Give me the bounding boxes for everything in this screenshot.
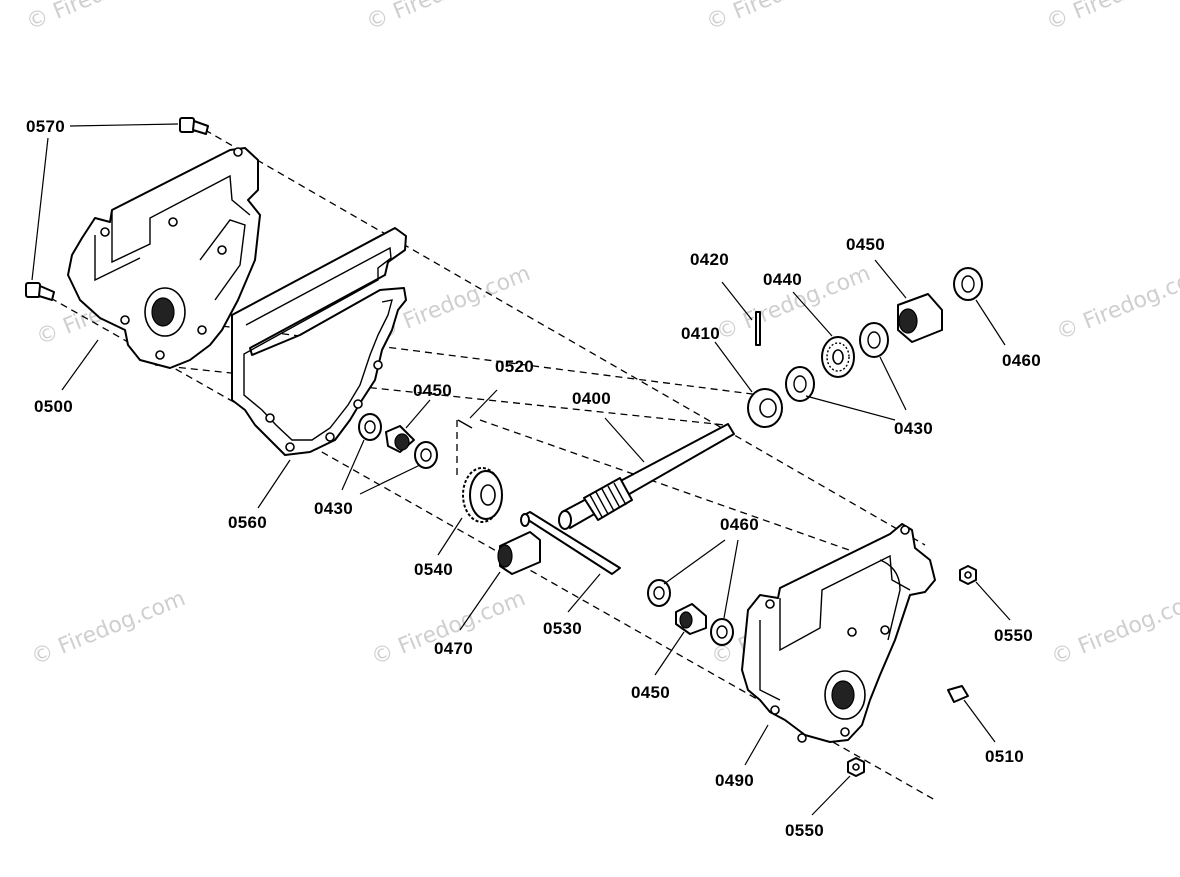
left-housing-part — [67, 147, 261, 369]
part-callout-label: 0530 — [543, 619, 582, 638]
nut-part — [959, 565, 977, 585]
worm-shaft-part — [558, 423, 735, 530]
thrust-bearing-part — [821, 336, 855, 378]
pin-part — [755, 311, 761, 346]
washer-part — [358, 413, 382, 441]
part-callout-label: 0570 — [26, 117, 65, 136]
part-callout-label: 0410 — [681, 324, 720, 343]
watermark-text: © Firedog.com — [28, 586, 189, 670]
washer-part — [647, 579, 671, 607]
part-callout-label: 0420 — [690, 250, 729, 269]
part-callout-label: 0550 — [994, 626, 1033, 645]
part-callout-label: 0470 — [434, 639, 473, 658]
gear-part — [462, 467, 503, 523]
part-callout-label: 0540 — [414, 560, 453, 579]
part-callout-label: 0510 — [985, 747, 1024, 766]
bushing-part — [497, 531, 541, 575]
part-callout-label: 0550 — [785, 821, 824, 840]
part-callout-label: 0520 — [495, 357, 534, 376]
right-housing-part — [741, 523, 936, 743]
part-callout-label: 0450 — [413, 381, 452, 400]
gasket-part — [231, 227, 407, 456]
watermark-text: © Firedog.com — [703, 0, 864, 36]
watermark-text: © Firedog.com — [1043, 0, 1180, 36]
callout-labels: 0570 0500 0560 0430 0450 0520 0540 0470 … — [26, 117, 1041, 840]
washer-part — [953, 267, 983, 301]
pin-part — [457, 419, 473, 429]
bushing-part — [897, 293, 943, 343]
bearing-part — [675, 603, 707, 635]
collar-part — [747, 388, 783, 428]
set-screw-part — [947, 685, 969, 703]
bearing-part — [385, 425, 415, 453]
part-callout-label: 0440 — [763, 270, 802, 289]
nut-part — [847, 757, 865, 777]
part-callout-label: 0560 — [228, 513, 267, 532]
washer-part — [414, 441, 438, 469]
washer-part — [710, 618, 734, 646]
leader-lines — [31, 123, 1011, 816]
part-callout-label: 0450 — [631, 683, 670, 702]
bolt-part — [179, 117, 209, 135]
bolt-part — [25, 282, 55, 301]
part-callout-label: 0490 — [715, 771, 754, 790]
watermark-text: © Firedog.com — [363, 0, 524, 36]
part-callout-label: 0450 — [846, 235, 885, 254]
watermark-text: © Firedog.com — [23, 0, 184, 36]
part-callout-label: 0430 — [894, 419, 933, 438]
watermark-text: © Firedog.com — [1053, 261, 1180, 345]
part-callout-label: 0400 — [572, 389, 611, 408]
part-callout-label: 0430 — [314, 499, 353, 518]
watermark-text: © Firedog.com — [1048, 586, 1180, 670]
washer-part — [859, 322, 889, 358]
shaft-part — [520, 511, 621, 575]
part-callout-label: 0460 — [1002, 351, 1041, 370]
part-callout-label: 0500 — [34, 397, 73, 416]
washer-part — [785, 366, 815, 402]
part-callout-label: 0460 — [720, 515, 759, 534]
